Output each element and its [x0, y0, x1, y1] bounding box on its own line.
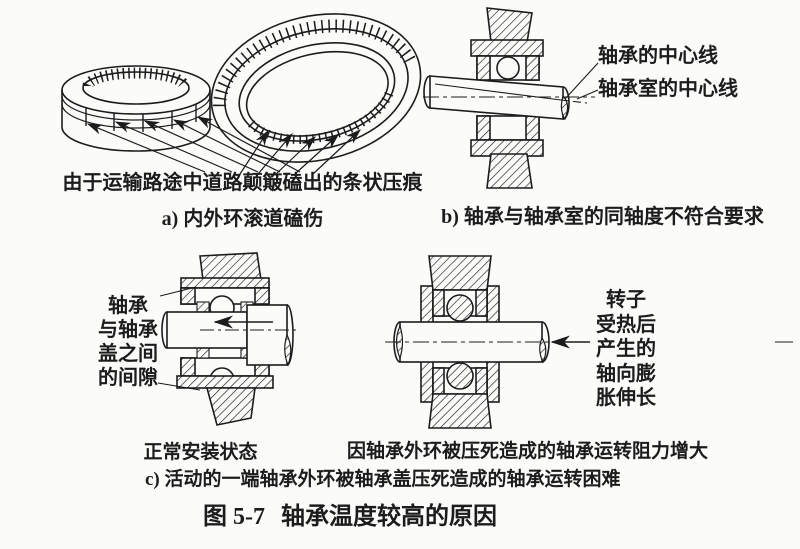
panel-b-section-illustration — [423, 7, 599, 189]
panel-a-annotation: 由于运输路途中道路颠簸磕出的条状压痕 — [62, 172, 423, 194]
panel-c-caption: c) 活动的一端轴承外环被轴承盖压死造成的轴承运转困难 — [145, 469, 621, 490]
thermal-expansion-line: 产生的 — [596, 338, 656, 360]
clearance-label: 轴承 与轴承 盖之间 的间隙 — [92, 294, 164, 390]
thermal-expansion-line: 胀伸长 — [596, 387, 656, 409]
clearance-label-line: 盖之间 — [98, 343, 158, 365]
thermal-expansion-line: 受热后 — [596, 313, 656, 336]
bearing-centerline-label: 轴承的中心线 — [598, 45, 718, 67]
thermal-expansion-label: 转子 受热后 产生的 轴向膨 胀伸长 — [586, 288, 666, 411]
panel-c-normal-illustration — [157, 252, 300, 426]
panel-c-normal-caption: 正常安装状态 — [143, 442, 258, 463]
panel-b-caption: b) 轴承与轴承室的同轴度不符合要求 — [441, 206, 764, 228]
panel-c-jammed-caption: 因轴承外环被压死造成的轴承运转阻力增大 — [346, 441, 708, 462]
figure-caption: 图 5-7 轴承温度较高的原因 — [150, 503, 550, 531]
thermal-expansion-line: 转子 — [606, 289, 646, 311]
thermal-expansion-line: 轴向膨 — [596, 362, 656, 385]
housing-centerline-label: 轴承室的中心线 — [598, 78, 738, 100]
clearance-label-line: 轴承 — [108, 295, 148, 317]
clearance-label-line: 的间隙 — [98, 367, 158, 389]
panel-c-jammed-illustration — [385, 255, 793, 429]
figure-title: 轴承温度较高的原因 — [281, 504, 497, 530]
clearance-label-line: 与轴承 — [98, 319, 158, 341]
panel-a-rings-illustration — [61, 13, 422, 175]
figure-number: 图 5-7 — [203, 504, 265, 530]
panel-a-caption: a) 内外环滚道磕伤 — [161, 208, 324, 230]
